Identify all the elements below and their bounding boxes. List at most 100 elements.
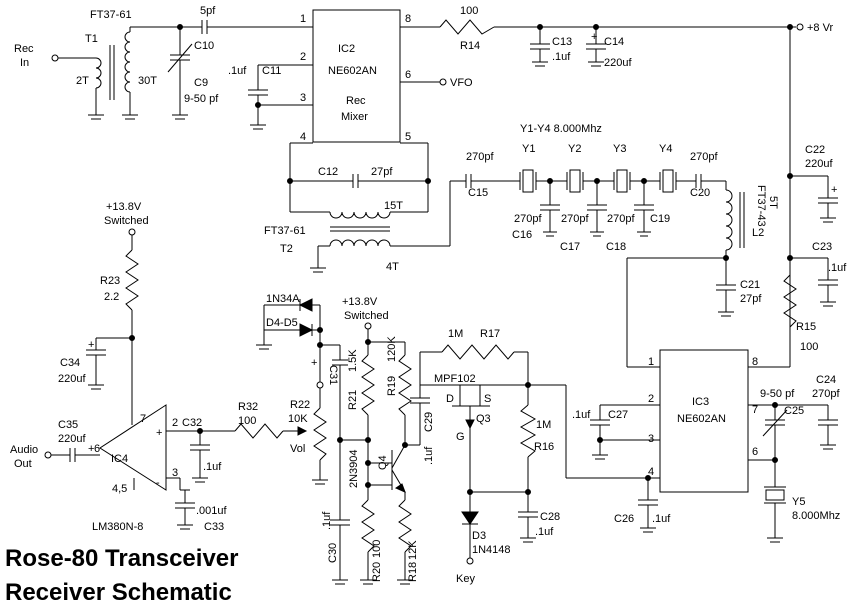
ic2-pin-8: 8 (405, 13, 411, 25)
c11-value: .1uf (228, 65, 247, 77)
ic3-pin-1: 1 (648, 356, 654, 368)
c14-symbol (586, 27, 606, 67)
y2-ref: Y2 (568, 143, 581, 155)
c22-c23-r15 (748, 173, 838, 368)
c29-ref: C29 (423, 412, 435, 432)
crystal-filter (465, 169, 726, 237)
c32-symbol (190, 431, 210, 483)
c16-ref: C16 (512, 229, 532, 241)
t2-primary: 15T (384, 200, 403, 212)
c30-value: .1uf (321, 511, 333, 530)
q4-part: 2N3904 (348, 449, 360, 488)
q3-ref: Q3 (476, 413, 491, 425)
c28-value: .1uf (535, 526, 554, 538)
c34-value: 220uf (58, 373, 86, 385)
sw2-line-2: Switched (344, 310, 389, 322)
vfo-label: VFO (450, 77, 473, 89)
c11-ref: C11 (262, 65, 281, 77)
r23-ref: R23 (100, 275, 120, 287)
c22-ref: C22 (805, 144, 825, 156)
c32-ref: C32 (182, 417, 202, 429)
r15-value: 100 (800, 341, 818, 353)
c27-value: .1uf (572, 409, 591, 421)
audio-out-line-2: Out (14, 458, 32, 470)
ic2-label-1: Rec (346, 95, 366, 107)
c26-symbol (566, 475, 660, 533)
ic3-pin-8: 8 (752, 356, 758, 368)
r17-ref: R17 (480, 328, 500, 340)
d3-part: 1N4148 (472, 544, 511, 556)
q3-d: D (446, 393, 454, 405)
r17-value: 1M (448, 328, 463, 340)
c34-polarity: + (88, 339, 94, 351)
c14-ref: C14 (604, 36, 624, 48)
ic2-pin-1: 1 (300, 13, 306, 25)
y5-value: 8.000Mhz (792, 510, 840, 522)
r15-ref: R15 (796, 321, 816, 333)
r21-ref: R21 (347, 390, 359, 410)
r32-symbol (190, 423, 298, 439)
c21-value: 27pf (740, 293, 762, 305)
c26-ref: C26 (614, 513, 634, 525)
c22-value: 220uf (805, 158, 833, 170)
ic4-minus: - (156, 477, 160, 489)
ic2-body (312, 9, 401, 143)
d4d5-ref: D4-D5 (266, 317, 298, 329)
ic3-part: NE602AN (677, 413, 726, 425)
c25-ref: C25 (784, 405, 804, 417)
title-line-1: Rose-80 Transceiver (5, 545, 238, 572)
c35-audio-out (44, 448, 100, 462)
q4-ref: Q4 (377, 455, 389, 470)
ic3-pin-4: 4 (648, 466, 654, 478)
ic2-ref: IC2 (338, 43, 355, 55)
c35-ref: C35 (58, 419, 78, 431)
c12-value: 27pf (371, 166, 393, 178)
r14-value: 100 (460, 5, 478, 17)
t1-ref: T1 (85, 33, 98, 45)
plus8vr-label: +8 Vr (807, 22, 834, 34)
r16-value: 1M (536, 419, 551, 431)
ic3-body (659, 349, 749, 493)
ic2-pin-6: 6 (405, 69, 411, 81)
c17-ref: C17 (560, 241, 580, 253)
agc-section (256, 298, 430, 585)
c24-ref: C24 (816, 374, 836, 386)
sw2-line-1: +13.8V (342, 296, 378, 308)
c10-symbol (201, 20, 313, 34)
ic4-plus: + (156, 427, 162, 439)
ic2-pin-2: 2 (300, 51, 306, 63)
c21-ref: C21 (740, 279, 760, 291)
c11-symbol (248, 64, 313, 130)
c20-ref: C20 (690, 187, 710, 199)
ic3-pin-7: 7 (752, 404, 758, 416)
t2-core: FT37-61 (264, 225, 306, 237)
c10-value: 5pf (200, 5, 216, 17)
ic3-ref: IC3 (692, 396, 709, 408)
ic2-pin-4: 4 (300, 131, 306, 143)
r16-ref: R16 (534, 441, 554, 453)
c9-value: 9-50 pf (184, 93, 219, 105)
c15-ref: C15 (468, 187, 488, 199)
c16-value: 270pf (514, 213, 542, 225)
r21-value: 1.5K (347, 349, 359, 372)
ic2-pin-3: 3 (300, 92, 306, 104)
y1-ref: Y1 (522, 143, 535, 155)
y5-ref: Y5 (792, 496, 805, 508)
ic2-pin-5: 5 (405, 131, 411, 143)
q3-part: MPF102 (434, 373, 476, 385)
c19-ref: C19 (650, 213, 670, 225)
t1-secondary: 30T (138, 75, 157, 87)
c23-value: .1uf (828, 262, 847, 274)
d4d5-part: 1N34A (266, 293, 300, 305)
sw1-line-2: Switched (104, 215, 149, 227)
c29-value: .1uf (423, 446, 435, 465)
r22-label: Vol (290, 443, 305, 455)
c27-ref: C27 (608, 409, 628, 421)
c32-value: .1uf (203, 461, 222, 473)
c14-value: 220uf (604, 57, 632, 69)
c35-value: 220uf (58, 433, 86, 445)
c12-symbol (287, 142, 431, 212)
c23-ref: C23 (812, 241, 832, 253)
ic3-pin-2: 2 (648, 393, 654, 405)
r22-value: 10K (288, 413, 308, 425)
